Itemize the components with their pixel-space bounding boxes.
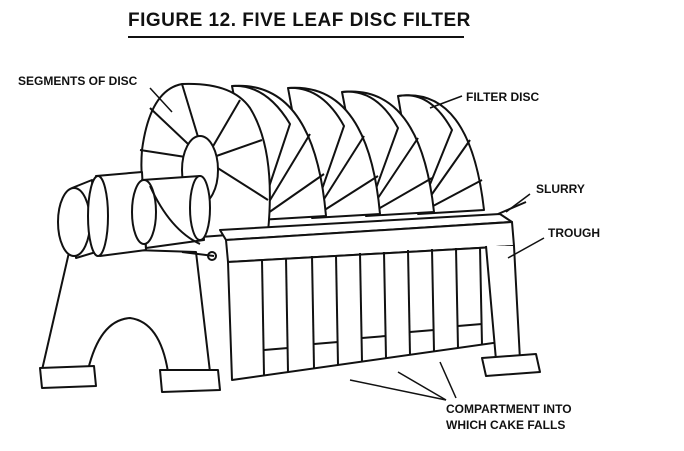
figure-title: FIGURE 12. FIVE LEAF DISC FILTER xyxy=(128,10,471,31)
label-compartment-line2: WHICH CAKE FALLS xyxy=(446,418,566,432)
title-underline xyxy=(128,36,464,38)
drive-hub xyxy=(57,171,217,261)
label-slurry: SLURRY xyxy=(536,182,585,196)
label-compartment-line1: COMPARTMENT INTO xyxy=(446,402,572,416)
label-filter-disc: FILTER DISC xyxy=(466,90,540,104)
compartments xyxy=(227,245,515,381)
leader-lines xyxy=(149,87,545,401)
left-stand xyxy=(39,247,221,393)
label-segments-of-disc: SEGMENTS OF DISC xyxy=(18,74,138,88)
right-support xyxy=(481,245,541,377)
label-trough: TROUGH xyxy=(548,226,600,240)
